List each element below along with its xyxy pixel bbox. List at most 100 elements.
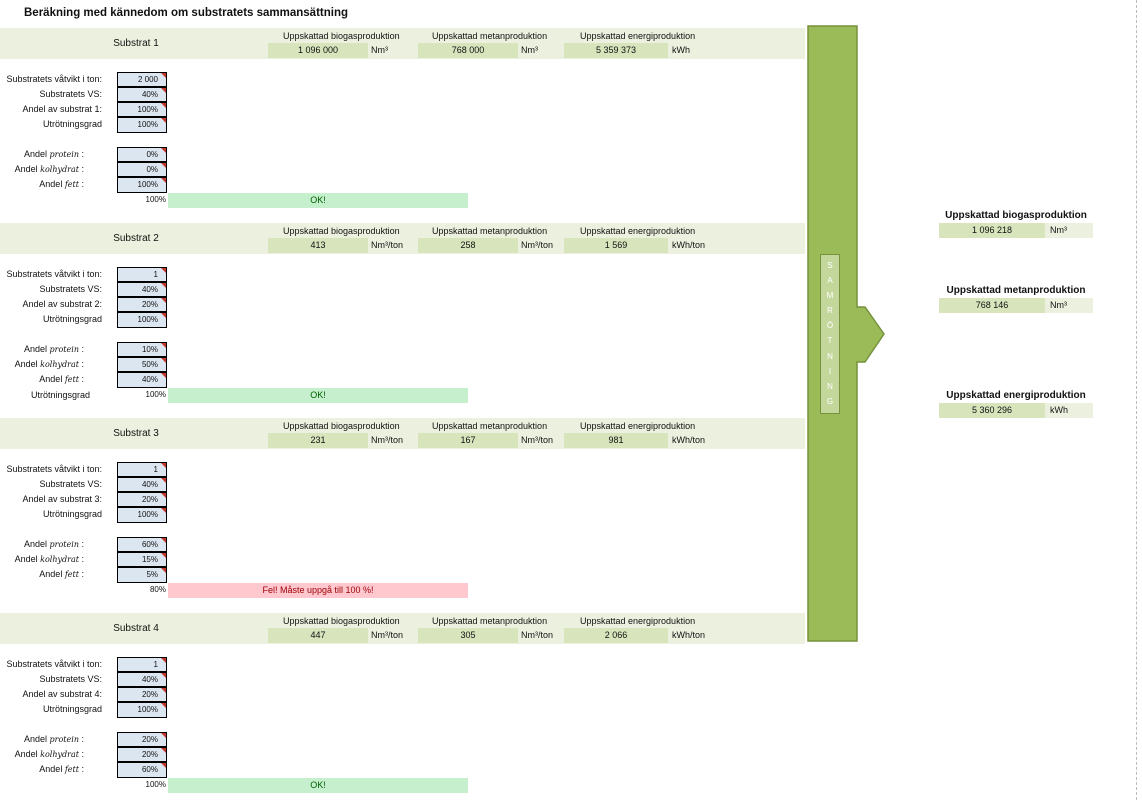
substrate-name: Substrat 4 [113, 623, 159, 634]
comment-indicator-icon [161, 88, 166, 93]
andel-fett-label: Andel fett : [39, 374, 84, 384]
biogas-unit: Nm³/ton [371, 630, 404, 640]
vs-label: Substratets VS: [39, 479, 102, 489]
samrotning-letter: N [827, 351, 833, 361]
vs-input[interactable]: 40% [117, 87, 167, 102]
utrotningsgrad-label: Utrötningsgrad [42, 509, 102, 519]
validation-status: OK! [168, 778, 468, 793]
biogas-value: 447 [268, 628, 368, 643]
samrotning-letter: T [827, 336, 833, 346]
andel-fett-input[interactable]: 5% [117, 567, 167, 583]
utrotningsgrad-input[interactable]: 100% [117, 507, 167, 523]
andel-label: Andel av substrat 2: [22, 299, 102, 309]
vs-input[interactable]: 40% [117, 672, 167, 687]
andel-input[interactable]: 20% [117, 297, 167, 312]
biogas-header: Uppskattad biogasproduktion [283, 226, 400, 236]
vatvikt-input[interactable]: 2 000 [117, 72, 167, 87]
vs-input[interactable]: 40% [117, 477, 167, 492]
vatvikt-label: Substratets våtvikt i ton: [6, 464, 102, 474]
comment-indicator-icon [161, 658, 166, 663]
utrotningsgrad-input[interactable]: 100% [117, 702, 167, 718]
andel-fett-input[interactable]: 40% [117, 372, 167, 388]
vs-label: Substratets VS: [39, 89, 102, 99]
utrotningsgrad-input[interactable]: 100% [117, 312, 167, 328]
vatvikt-input[interactable]: 1 [117, 267, 167, 282]
total-result-block: Uppskattad energiproduktion 5 360 296 kW… [939, 388, 1093, 418]
comment-indicator-icon [161, 163, 166, 168]
samrotning-letter: M [826, 291, 834, 301]
andel-input[interactable]: 20% [117, 492, 167, 507]
comment-indicator-icon [161, 568, 166, 573]
comment-indicator-icon [161, 688, 166, 693]
biogas-unit: Nm³ [371, 45, 388, 55]
vs-input[interactable]: 40% [117, 282, 167, 297]
sum-percent: 80% [149, 585, 166, 594]
andel-label: Andel av substrat 4: [22, 689, 102, 699]
total-result-header: Uppskattad metanproduktion [939, 283, 1093, 298]
comment-indicator-icon [161, 313, 166, 318]
andel-fett-input[interactable]: 60% [117, 762, 167, 778]
andel-input[interactable]: 100% [117, 102, 167, 117]
total-result-header: Uppskattad biogasproduktion [939, 208, 1093, 223]
sum-percent: 100% [145, 780, 166, 789]
metan-unit: Nm³ [521, 45, 538, 55]
total-result-unit: kWh [1050, 405, 1068, 415]
energi-value: 2 066 [564, 628, 668, 643]
comment-indicator-icon [161, 148, 166, 153]
total-result-block: Uppskattad biogasproduktion 1 096 218 Nm… [939, 208, 1093, 238]
comment-indicator-icon [161, 508, 166, 513]
andel-protein-input[interactable]: 0% [117, 147, 167, 162]
comment-indicator-icon [161, 358, 166, 363]
comment-indicator-icon [161, 463, 166, 468]
vatvikt-label: Substratets våtvikt i ton: [6, 74, 102, 84]
samrotning-letter: Ö [826, 321, 834, 331]
utrotningsgrad-input[interactable]: 100% [117, 117, 167, 133]
metan-header: Uppskattad metanproduktion [432, 421, 548, 431]
vatvikt-input[interactable]: 1 [117, 462, 167, 477]
andel-kolhydrat-input[interactable]: 0% [117, 162, 167, 177]
comment-indicator-icon [161, 478, 166, 483]
metan-value: 258 [418, 238, 518, 253]
biogas-unit: Nm³/ton [371, 435, 404, 445]
vs-label: Substratets VS: [39, 284, 102, 294]
total-result-header: Uppskattad energiproduktion [939, 388, 1093, 403]
energi-header: Uppskattad energiproduktion [580, 226, 696, 236]
biogas-value: 413 [268, 238, 368, 253]
total-result-unit: Nm³ [1050, 225, 1067, 235]
utrotningsgrad-label: Utrötningsgrad [42, 704, 102, 714]
comment-indicator-icon [161, 73, 166, 78]
andel-protein-label: Andel protein : [24, 734, 84, 744]
andel-fett-label: Andel fett : [39, 764, 84, 774]
comment-indicator-icon [161, 373, 166, 378]
biogas-value: 231 [268, 433, 368, 448]
andel-input[interactable]: 20% [117, 687, 167, 702]
substrate-header-band: Substrat 4 Uppskattad biogasproduktion U… [0, 613, 805, 644]
comment-indicator-icon [161, 553, 166, 558]
energi-value: 1 569 [564, 238, 668, 253]
andel-label: Andel av substrat 3: [22, 494, 102, 504]
metan-value: 305 [418, 628, 518, 643]
andel-kolhydrat-input[interactable]: 20% [117, 747, 167, 762]
andel-protein-input[interactable]: 10% [117, 342, 167, 357]
energi-unit: kWh/ton [672, 240, 706, 250]
vatvikt-input[interactable]: 1 [117, 657, 167, 672]
andel-kolhydrat-input[interactable]: 50% [117, 357, 167, 372]
total-result-unit: Nm³ [1050, 300, 1067, 310]
andel-protein-input[interactable]: 20% [117, 732, 167, 747]
validation-status: Fel! Måste uppgå till 100 %! [168, 583, 468, 598]
biogas-value: 1 096 000 [268, 43, 368, 58]
andel-fett-input[interactable]: 100% [117, 177, 167, 193]
comment-indicator-icon [161, 118, 166, 123]
andel-protein-input[interactable]: 60% [117, 537, 167, 552]
substrate-header-band: Substrat 2 Uppskattad biogasproduktion U… [0, 223, 805, 254]
sheet-boundary-line [1136, 0, 1137, 800]
samrotning-letter: S [827, 261, 833, 271]
andel-kolhydrat-input[interactable]: 15% [117, 552, 167, 567]
total-result-row: 5 360 296 kWh [939, 403, 1093, 418]
comment-indicator-icon [161, 283, 166, 288]
energi-unit: kWh/ton [672, 435, 706, 445]
metan-header: Uppskattad metanproduktion [432, 31, 548, 41]
andel-fett-label: Andel fett : [39, 179, 84, 189]
sum-percent: 100% [145, 195, 166, 204]
vatvikt-label: Substratets våtvikt i ton: [6, 659, 102, 669]
